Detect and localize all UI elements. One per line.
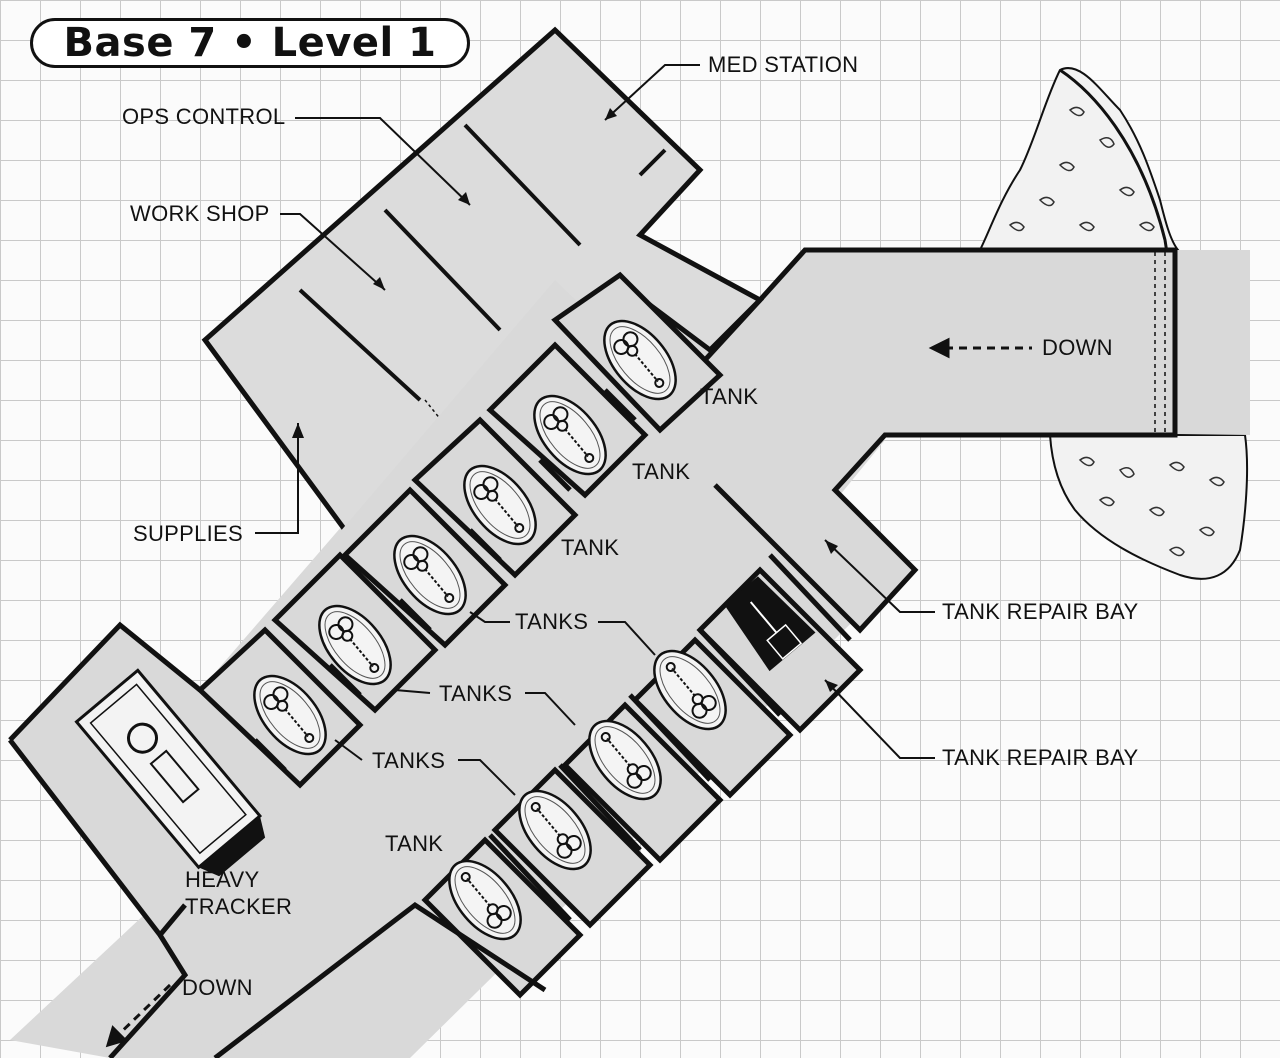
repair-vehicle-icon: [724, 576, 816, 672]
label-tank: TANK: [632, 459, 691, 484]
leader-arrowheads: [292, 108, 838, 692]
tank-bay-walls-lower: [488, 553, 852, 922]
label-heavy-tracker-line2: TRACKER: [185, 894, 293, 919]
label-tank: TANK: [385, 831, 444, 856]
label-ops-control: OPS CONTROL: [122, 104, 286, 129]
rock-terrain-lower: [1048, 434, 1249, 580]
label-tank-repair-bay: TANK REPAIR BAY: [942, 599, 1139, 624]
label-med-station: MED STATION: [708, 52, 859, 77]
label-supplies: SUPPLIES: [133, 521, 244, 546]
label-down-southwest: DOWN: [182, 975, 253, 1000]
outer-wall-tank-area: [8, 621, 202, 742]
down-arrow-east-icon: [928, 337, 1032, 359]
label-heavy-tracker-line1: HEAVY: [185, 867, 260, 892]
label-tanks: TANKS: [439, 681, 513, 706]
label-work-shop: WORK SHOP: [130, 201, 270, 226]
page-title: Base 7 • Level 1: [30, 18, 470, 68]
tank-bay-walls-upper: [253, 388, 637, 772]
rock-terrain-upper: [978, 67, 1181, 251]
label-tank: TANK: [700, 384, 759, 409]
leader-lines: [255, 64, 935, 796]
label-tank: TANK: [561, 535, 620, 560]
heavy-tracker-icon: [74, 668, 266, 877]
label-tank-repair-bay: TANK REPAIR BAY: [942, 745, 1139, 770]
label-tanks: TANKS: [372, 748, 446, 773]
down-arrow-southwest-icon: [105, 983, 172, 1048]
label-down-east: DOWN: [1042, 335, 1113, 360]
label-tanks: TANKS: [515, 609, 589, 634]
